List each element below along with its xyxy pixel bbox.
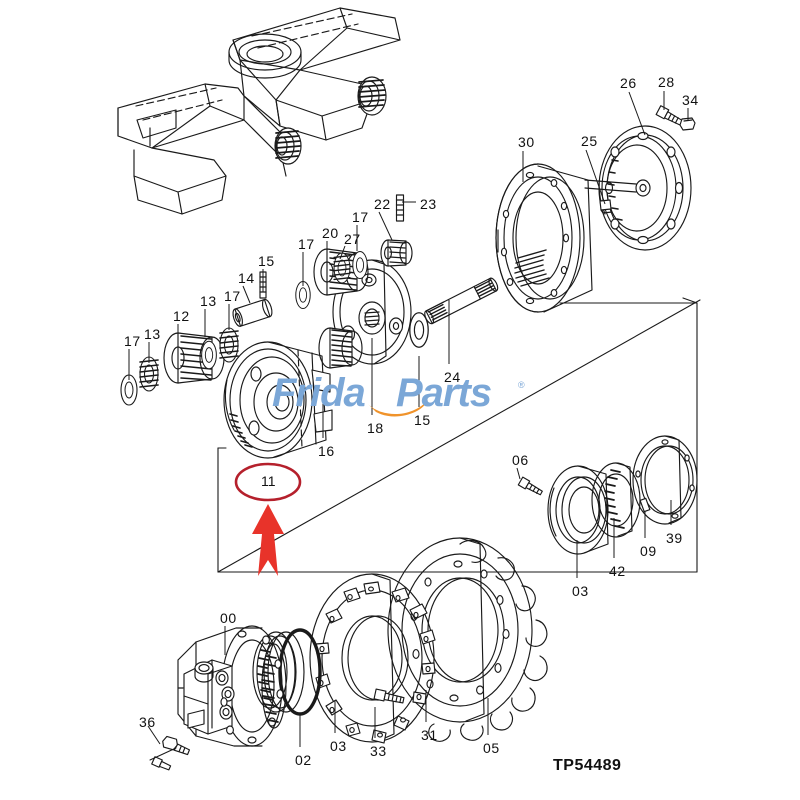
callout-label-13: 13 <box>144 326 161 342</box>
callout-label-12: 12 <box>173 308 190 324</box>
callout-label-18: 18 <box>367 420 384 436</box>
leader-line-14 <box>242 285 251 304</box>
callout-label-09: 09 <box>640 543 657 559</box>
callout-label-33: 33 <box>370 743 387 759</box>
highlight-callout-number: 11 <box>261 473 276 489</box>
callout-label-02: 02 <box>295 752 312 768</box>
callout-label-03: 03 <box>330 738 347 754</box>
callout-label-13: 13 <box>200 293 217 309</box>
callout-label-34: 34 <box>682 92 699 108</box>
callout-label-17: 17 <box>352 209 369 225</box>
leader-line-25 <box>585 149 606 205</box>
callout-label-22: 22 <box>374 196 391 212</box>
callout-label-36: 36 <box>139 714 156 730</box>
callout-label-16: 16 <box>318 443 335 459</box>
callout-label-17: 17 <box>298 236 315 252</box>
callout-label-00: 00 <box>220 610 237 626</box>
callout-label-15: 15 <box>414 412 431 428</box>
callout-label-20: 20 <box>322 225 339 241</box>
callout-label-42: 42 <box>609 563 626 579</box>
callout-label-15: 15 <box>258 253 275 269</box>
callout-label-17: 17 <box>124 333 141 349</box>
leader-line-36 <box>147 725 161 745</box>
callout-label-14: 14 <box>238 270 255 286</box>
callout-label-24: 24 <box>444 369 461 385</box>
leader-line-26 <box>628 91 646 136</box>
callout-label-31: 31 <box>421 727 438 743</box>
callout-label-27: 27 <box>344 231 361 247</box>
leader-line-06 <box>516 467 521 480</box>
callout-label-03: 03 <box>572 583 589 599</box>
callout-label-39: 39 <box>666 530 683 546</box>
callout-label-30: 30 <box>518 134 535 150</box>
callout-label-25: 25 <box>581 133 598 149</box>
callout-label-28: 28 <box>658 74 675 90</box>
callout-label-23: 23 <box>420 196 437 212</box>
callout-label-05: 05 <box>483 740 500 756</box>
callout-label-26: 26 <box>620 75 637 91</box>
leader-line-22 <box>378 211 393 241</box>
leader-line-27 <box>339 245 346 260</box>
callout-label-17: 17 <box>224 288 241 304</box>
part-code-label: TP54489 <box>553 757 622 774</box>
callout-label-06: 06 <box>512 452 529 468</box>
